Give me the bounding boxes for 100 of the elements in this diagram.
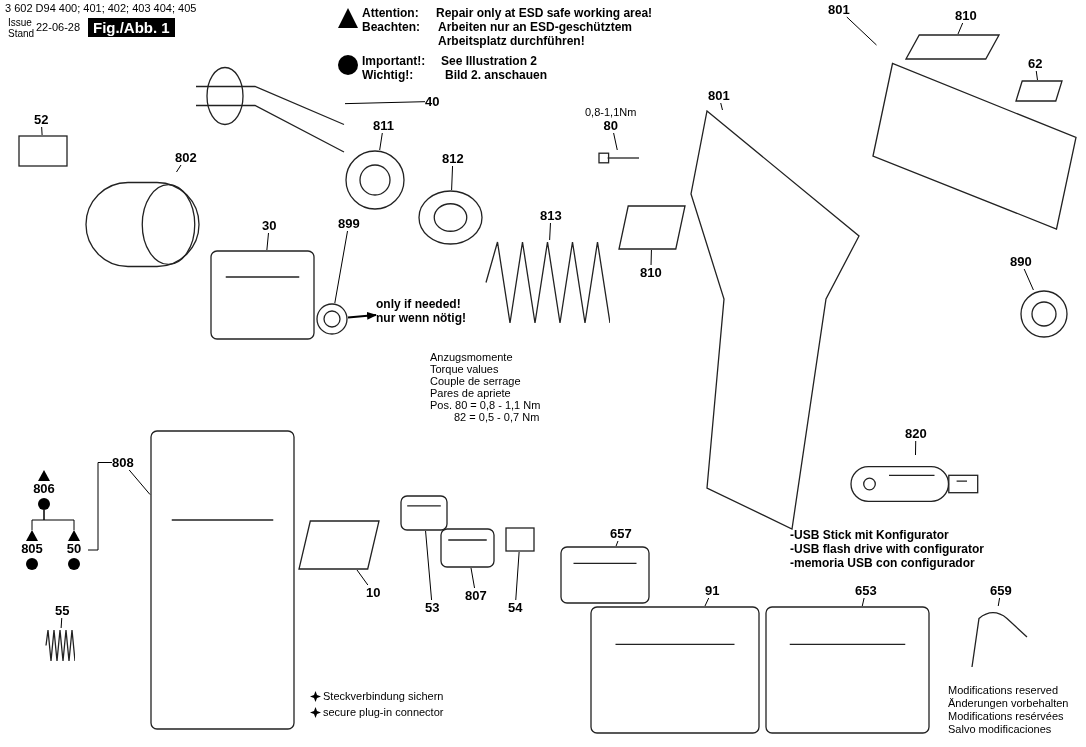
note-heading: Attention: (362, 6, 419, 20)
leader-line (704, 597, 710, 607)
callout-number: 91 (705, 583, 720, 598)
torque-value: 0,8-1,1Nm (585, 106, 637, 118)
gearbox-drawing (210, 250, 315, 340)
callout-number: 50 (65, 541, 83, 556)
leader-line (957, 22, 964, 35)
note-heading: Wichtig!: (362, 68, 414, 82)
callout-number: 890 (1010, 254, 1032, 269)
callout-number: 806 (32, 481, 56, 496)
leader-line (356, 569, 369, 586)
note-text: secure plug-in connector (323, 706, 444, 718)
note-text: Änderungen vorbehalten (948, 697, 1069, 709)
callout-number: 80 (602, 118, 619, 133)
note-text: only if needed! (376, 297, 462, 311)
leader-line (915, 440, 917, 456)
screw-drawing (598, 150, 640, 166)
box-shape (18, 135, 68, 167)
callout-number: 40 (425, 94, 440, 109)
leader-line (997, 597, 1001, 607)
slider-drawing (440, 528, 495, 568)
trigger-drawing (298, 520, 380, 570)
leader-line (87, 462, 113, 551)
callout-number: 53 (425, 600, 440, 615)
callout-number: 810 (640, 265, 662, 280)
label-plate-drawing (618, 205, 686, 250)
callout-number: 811 (373, 118, 394, 133)
leader-line (379, 132, 383, 151)
callout-number: 54 (508, 600, 523, 615)
table-heading: Torque values (430, 363, 499, 375)
ring-drawing (345, 150, 405, 210)
note-text: Modifications resérvées (948, 710, 1064, 722)
leader-line (334, 230, 349, 304)
callout-number: 820 (905, 426, 927, 441)
leader-line (425, 530, 433, 601)
callout-number: 899 (338, 216, 360, 231)
leader-line (344, 101, 426, 105)
issue-label: Issue (8, 17, 32, 28)
note-text: Arbeiten nur an ESD-geschütztem Arbeitsplatz durchführen! (438, 20, 634, 48)
key-drawing (560, 546, 650, 604)
leader-line (720, 102, 723, 111)
leader-line (451, 165, 454, 191)
callout-number: 62 (1028, 56, 1043, 71)
note-text: Salvo modificaciones (948, 723, 1052, 735)
note-heading: Beachten: (362, 20, 420, 34)
callout-number: 810 (955, 8, 977, 23)
callout-number: 802 (175, 150, 197, 165)
callout-number: 657 (610, 526, 632, 541)
leader-line (266, 232, 269, 251)
spring-drawing (45, 628, 75, 663)
note-text: Repair only at ESD safe working area! (436, 6, 653, 20)
note-heading: Important!: (362, 54, 426, 68)
figure-tag: Fig./Abb. 1 (88, 18, 175, 37)
note-text: nur wenn nötig! (376, 311, 466, 325)
table-heading: Anzugsmomente (430, 351, 513, 363)
callout-number: 807 (465, 588, 487, 603)
callout-number: 813 (540, 208, 562, 223)
leader-line (613, 132, 618, 151)
note-text: Modifications reserved (948, 684, 1059, 696)
leader-line (1035, 70, 1038, 81)
leader-line (175, 164, 182, 173)
control-unit-drawing (150, 430, 295, 730)
leader-line (60, 617, 63, 629)
issue-date: 22-06-28 (36, 21, 81, 33)
washer-drawing (316, 303, 348, 335)
note-text: Steckverbindung sichern (323, 690, 444, 702)
leader-line (515, 551, 520, 601)
switch-drawing (400, 495, 448, 531)
ring-drawing (418, 190, 483, 245)
note-text: -memoria USB con configurador (790, 556, 975, 570)
note-text: Bild 2. anschauen (445, 68, 548, 82)
callout-number: 801 (708, 88, 730, 103)
issue-label: Stand (8, 28, 35, 39)
table-heading: Pares de apriete (430, 387, 511, 399)
leader-line (43, 509, 75, 531)
leader-line (128, 469, 151, 495)
note-text: -USB Stick mit Konfigurator (790, 528, 949, 542)
clip-drawing (1015, 80, 1063, 102)
leader-line (615, 540, 619, 547)
note-text: See Illustration 2 (441, 54, 538, 68)
callout-number: 659 (990, 583, 1012, 598)
callout-number: 808 (112, 455, 134, 470)
leader-line (549, 222, 551, 241)
callout-number: 30 (262, 218, 277, 233)
leader-line (650, 249, 652, 266)
label-plate-drawing (905, 34, 1000, 60)
box-shape (505, 527, 535, 552)
torque-value: Pos. 80 = 0,8 - 1,1 Nm (430, 399, 541, 411)
battery-drawing (590, 606, 760, 734)
note-text: -USB flash drive with configurator (790, 542, 984, 556)
callout-number: 52 (34, 112, 49, 127)
callout-number: 805 (20, 541, 44, 556)
leader-line (1023, 268, 1034, 291)
arrow (347, 311, 377, 320)
callout-number: 10 (366, 585, 381, 600)
callout-number: 653 (855, 583, 877, 598)
callout-number: 801 (828, 2, 850, 17)
leader-line (470, 567, 476, 589)
sealing-ring-drawing (1020, 290, 1068, 338)
spring-set-drawing (485, 240, 610, 325)
